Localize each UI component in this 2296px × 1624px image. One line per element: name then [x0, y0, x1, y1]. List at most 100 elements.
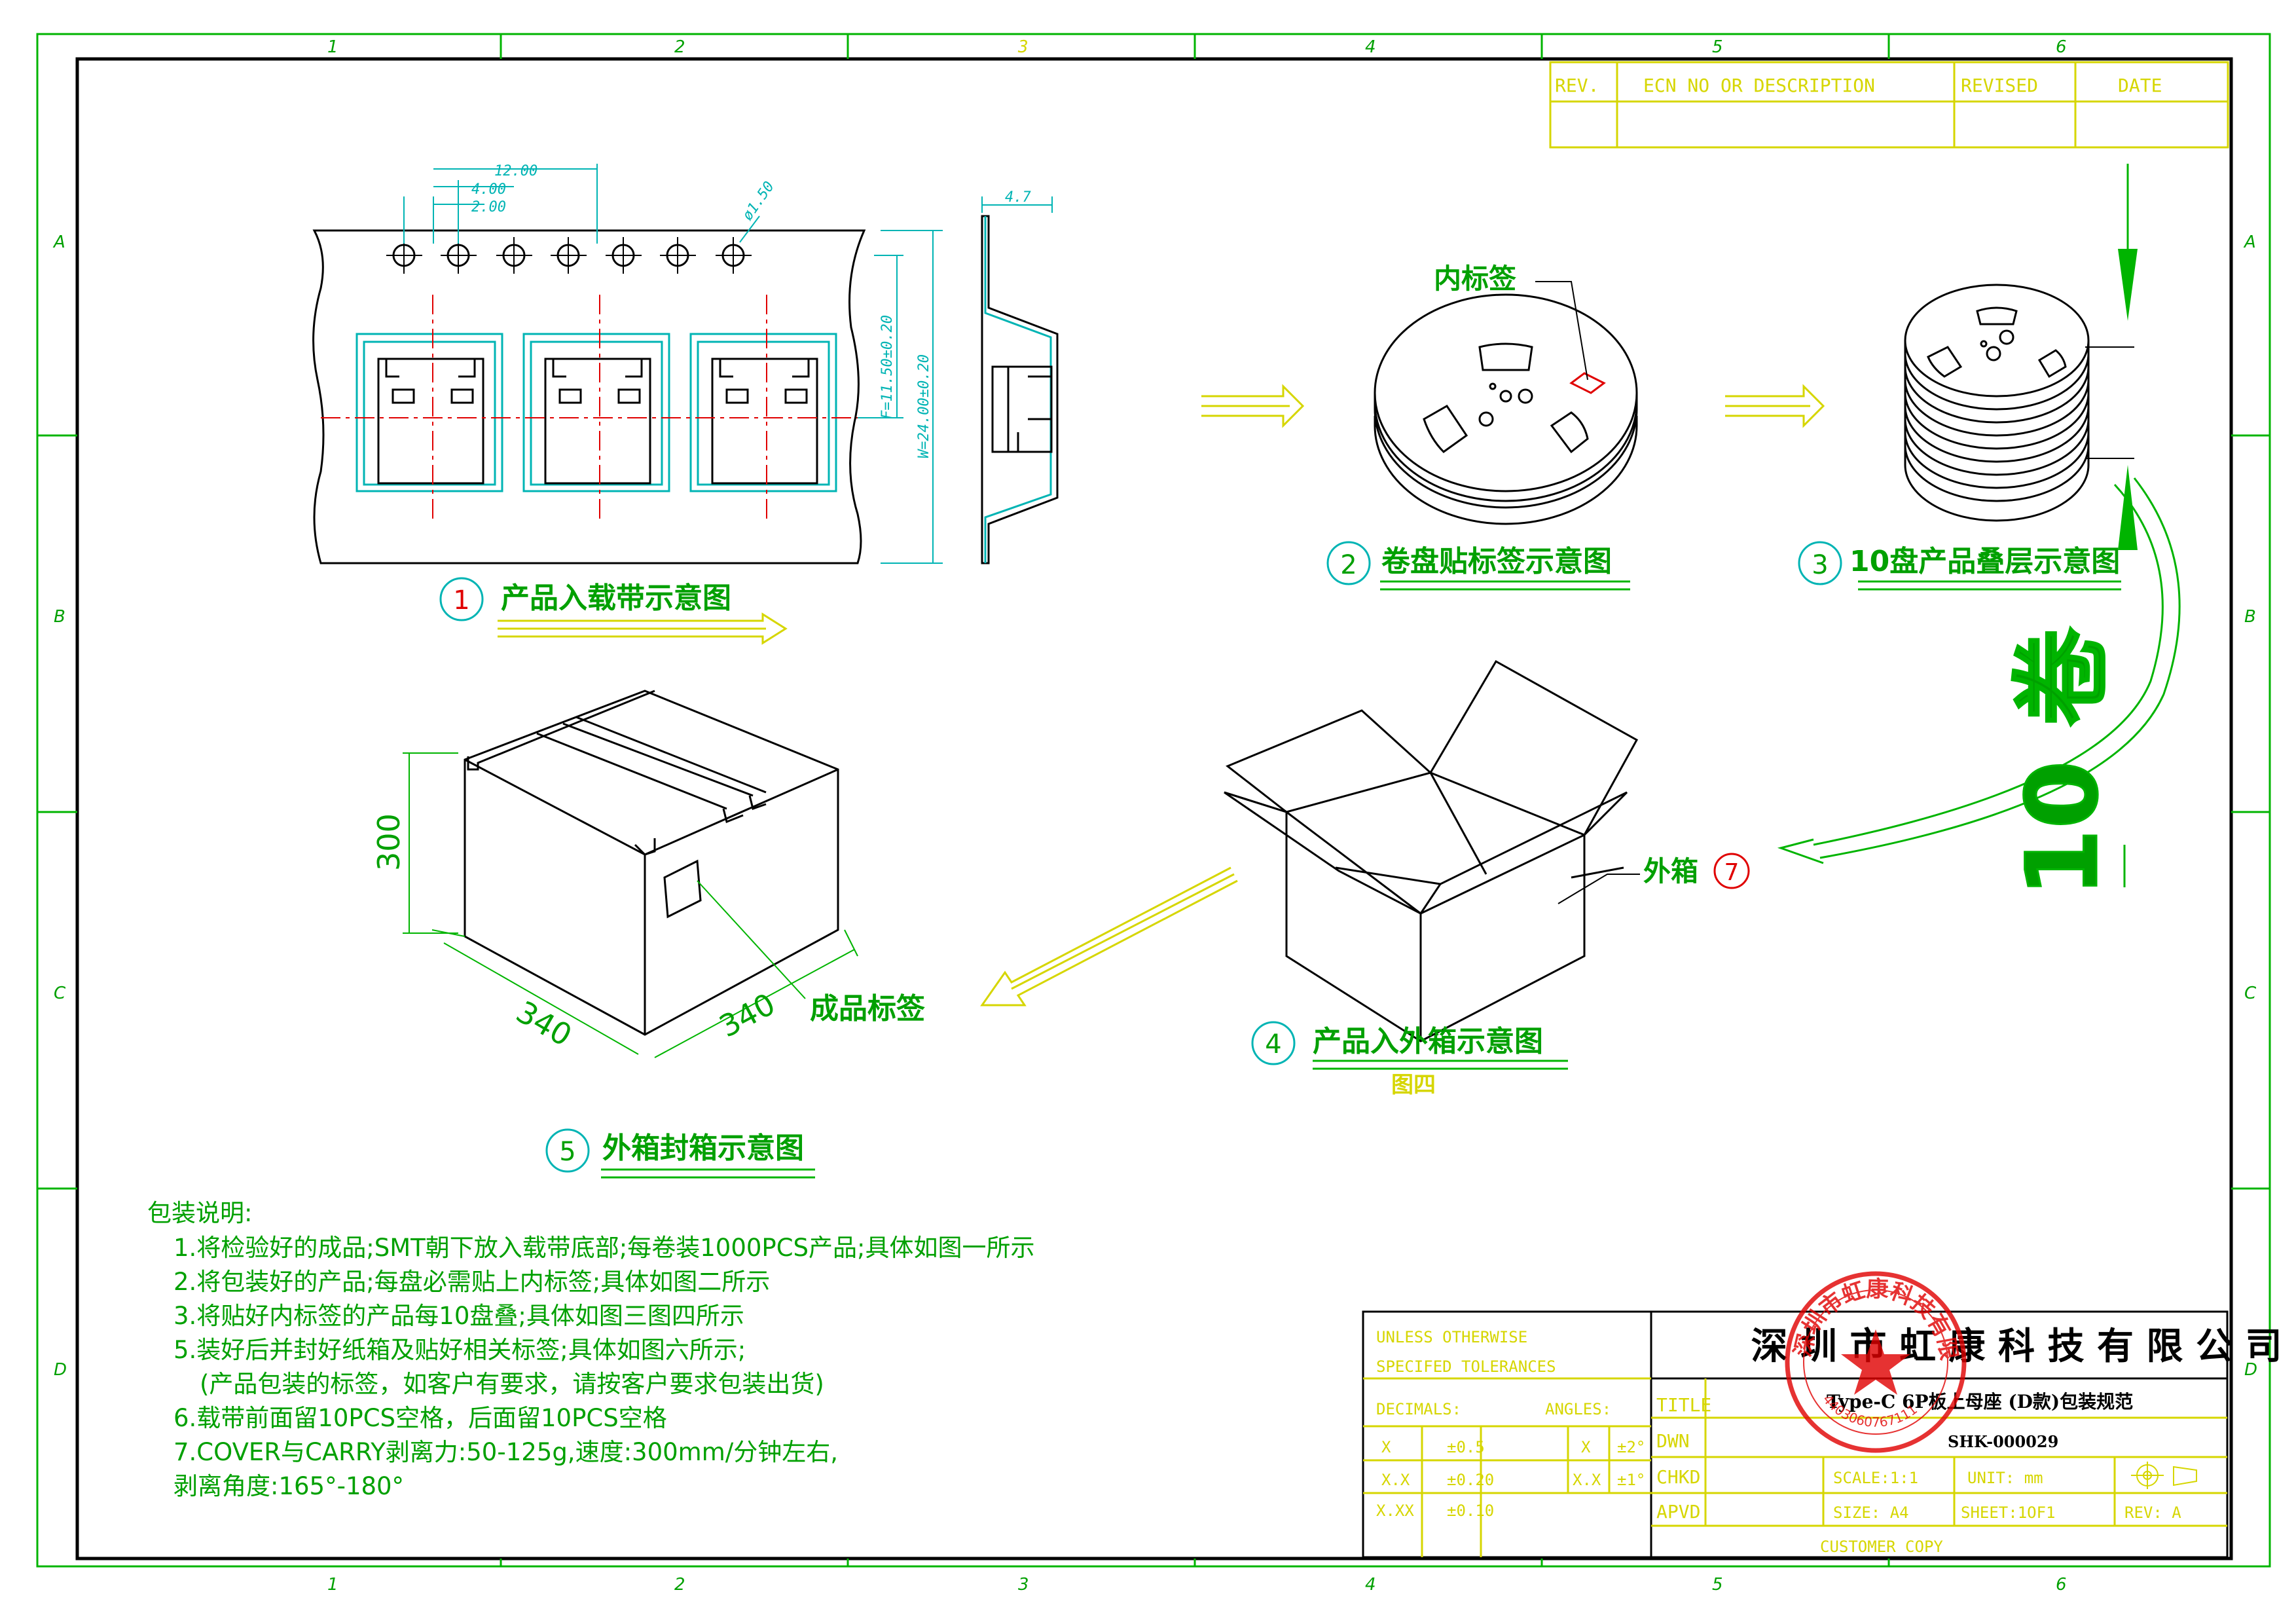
ecn-header: ECN NO OR DESCRIPTION: [1643, 75, 1875, 96]
projection-symbol-icon: [2131, 1462, 2197, 1489]
revised-header: REVISED: [1961, 75, 2038, 96]
figure2-reel: [1374, 293, 1638, 525]
zone-top-2: 2: [674, 37, 685, 57]
fig4-number: 4: [1265, 1029, 1281, 1060]
inner-label-text: 内标签: [1434, 263, 1516, 295]
zone-bottom-6: 6: [2056, 1575, 2067, 1595]
notes-line-8: 剥离角度:165°-180°: [173, 1472, 404, 1500]
size: SIZE: A4: [1833, 1504, 1909, 1522]
notes-line-7: 7.COVER与CARRY剥离力:50-125g,速度:300mm/分钟左右,: [173, 1438, 838, 1466]
dim-pitch-12: 12.00: [494, 163, 538, 179]
tol-xx-val: ±0.20: [1447, 1471, 1494, 1489]
zone-top-6: 6: [2056, 37, 2067, 57]
dim-pitch-4: 4.00: [471, 181, 506, 198]
rev: REV: A: [2124, 1504, 2181, 1522]
notes-line-6: 6.载带前面留10PCS空格，后面留10PCS空格: [173, 1404, 667, 1432]
zone-right-D: D: [2244, 1360, 2257, 1380]
notes-line-4: 5.装好后并封好纸箱及贴好相关标签;具体如图六所示;: [173, 1336, 746, 1364]
zone-bottom-3: 3: [1018, 1575, 1029, 1595]
tol-x: X: [1381, 1438, 1391, 1456]
apvd-label: APVD: [1656, 1501, 1700, 1522]
tol-xxx: X.XX: [1376, 1502, 1414, 1520]
figure4-labels: 外箱 7 4 产品入外箱示意图 图四: [1251, 853, 1750, 1098]
figure5-sealed-box: [464, 690, 839, 1036]
arrow-2-to-3: [1725, 384, 1825, 428]
fig4-caption: 产品入外箱示意图: [1313, 1025, 1543, 1058]
ang-xx: X.X: [1573, 1471, 1601, 1489]
notes-line-2: 2.将包装好的产品;每盘必需贴上内标签;具体如图二所示: [173, 1268, 770, 1296]
tol-decimals: DECIMALS:: [1376, 1400, 1461, 1418]
figure3-reel-stack: [1904, 284, 2090, 522]
date-header: DATE: [2118, 75, 2162, 96]
zone-right-A: A: [2243, 232, 2256, 252]
dim-w: W=24.00±0.20: [916, 354, 932, 458]
tol-x-val: ±0.5: [1447, 1438, 1485, 1456]
packing-notes: 包装说明: 1.将检验好的成品;SMT朝下放入载带底部;每卷装1000PCS产品…: [147, 1199, 1035, 1500]
figure2-labels: 内标签 2 卷盘贴标签示意图: [1326, 263, 1630, 591]
stack-count-label: 10 卷: [2005, 627, 2121, 898]
figure3-caption: 3 10盘产品叠层示意图: [1798, 541, 2121, 591]
zone-right-B: B: [2244, 607, 2256, 627]
notes-title: 包装说明:: [147, 1199, 252, 1227]
zone-right-C: C: [2244, 984, 2257, 1003]
fig2-caption: 卷盘贴标签示意图: [1381, 545, 1612, 578]
dim-f: F=11.50±0.20: [879, 315, 896, 419]
unit: UNIT: mm: [1967, 1469, 2043, 1487]
sprocket-holes: [386, 237, 752, 274]
customer-copy: CUSTOMER COPY: [1820, 1538, 1943, 1556]
box-height: 300: [371, 813, 407, 871]
chkd-label: CHKD: [1656, 1466, 1700, 1488]
fig5-caption: 外箱封箱示意图: [602, 1132, 804, 1165]
connectors: [377, 358, 818, 485]
figure1-caption: 1 产品入载带示意图: [439, 577, 788, 645]
fig1-number: 1: [453, 585, 469, 616]
zone-top-3: 3: [1017, 37, 1029, 57]
zone-labels: 1 2 3 4 5 6 1 2 3 4 5 6 A B C D A B C D: [52, 37, 2257, 1595]
tol-xx: X.X: [1381, 1471, 1410, 1489]
outer-box-number: 7: [1724, 859, 1740, 886]
fig1-arrow: [498, 612, 788, 645]
zone-bottom-5: 5: [1712, 1575, 1723, 1595]
figure1-carrier-tape: [312, 164, 1059, 564]
zone-left-D: D: [54, 1360, 67, 1380]
outer-frame: [36, 33, 2271, 1568]
notes-line-5: (产品包装的标签，如客户有要求，请按客户要求包装出货): [200, 1370, 824, 1398]
product-label-text: 成品标签: [810, 992, 925, 1025]
zone-top-5: 5: [1712, 37, 1723, 57]
zone-top-4: 4: [1365, 37, 1376, 57]
dwn-label: DWN: [1656, 1430, 1690, 1452]
ten-reels-text: 10 卷: [2006, 627, 2120, 897]
tol-xxx-val: ±0.10: [1447, 1502, 1494, 1520]
sheet: SHEET:1OF1: [1961, 1504, 2056, 1522]
ang-xx-val: ±1°: [1617, 1471, 1645, 1489]
tape-side-view: [981, 196, 1059, 564]
fig5-number: 5: [559, 1137, 575, 1167]
arrow-4-to-5: [980, 866, 1238, 1006]
zone-top-1: 1: [327, 37, 338, 57]
zone-bottom-2: 2: [674, 1575, 685, 1595]
drawing-title: Type-C 6P板上母座 (D款)包装规范: [1827, 1391, 2133, 1412]
rev-header: REV.: [1555, 75, 1599, 96]
zone-bottom-1: 1: [327, 1575, 338, 1595]
drawing-number: SHK-000029: [1948, 1432, 2058, 1451]
figure5-labels: 300 340 340 成品标签 5 外箱封箱示意图: [371, 813, 925, 1179]
fig3-caption: 10盘产品叠层示意图: [1850, 545, 2120, 578]
fig2-number: 2: [1340, 550, 1357, 580]
ang-x-val: ±2°: [1617, 1438, 1645, 1456]
ang-x: X: [1581, 1438, 1591, 1456]
notes-line-3: 3.将贴好内标签的产品每10盘叠;具体如图三图四所示: [173, 1302, 744, 1330]
tol-unless: UNLESS OTHERWISE: [1376, 1328, 1527, 1346]
fig1-dims: [403, 164, 943, 564]
figure4-open-box: [1224, 659, 1639, 1043]
arrow-1-to-2: [1201, 384, 1305, 428]
zone-left-B: B: [54, 607, 65, 627]
stack-to-box-arrow: [1777, 477, 2181, 887]
title-label: TITLE: [1656, 1394, 1711, 1416]
centre-lines: [321, 295, 858, 524]
outer-box-label: 外箱: [1643, 855, 1698, 887]
fig1-caption: 产品入载带示意图: [501, 581, 731, 615]
notes-line-1: 1.将检验好的成品;SMT朝下放入载带底部;每卷装1000PCS产品;具体如图一…: [173, 1234, 1035, 1262]
fig1-dim-text: 12.00 4.00 2.00 ø1.50 F=11.50±0.20 W=24.…: [471, 163, 1031, 458]
